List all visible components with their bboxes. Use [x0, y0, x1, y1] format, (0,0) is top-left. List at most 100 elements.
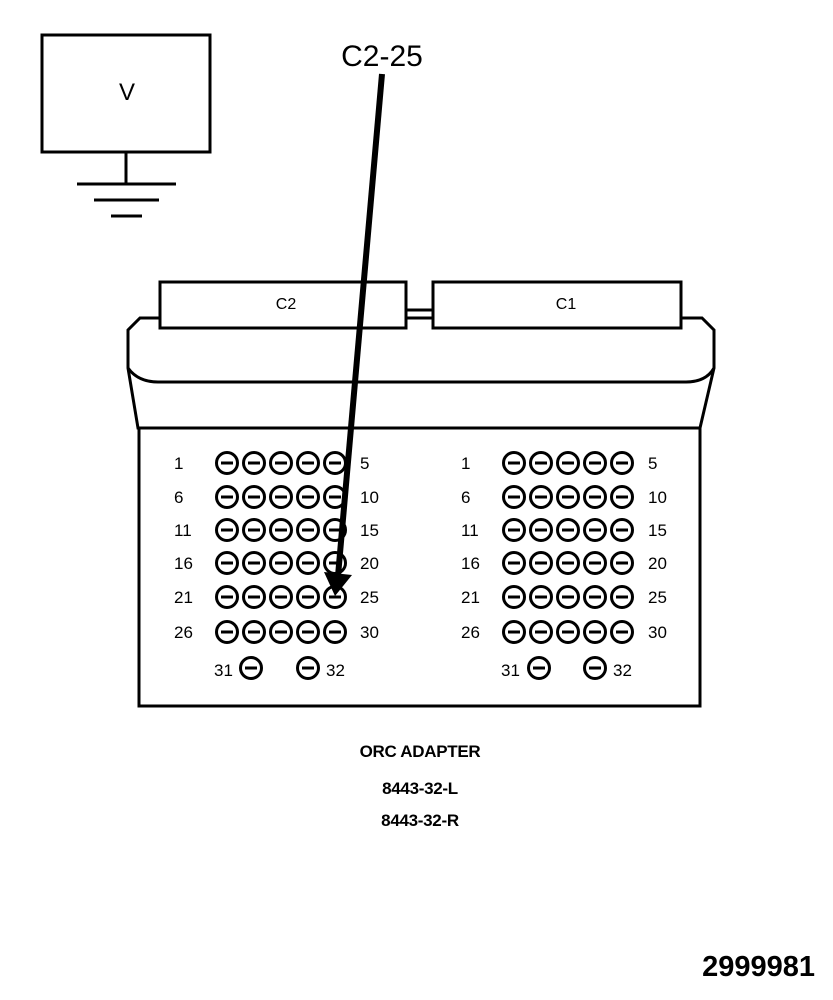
c1-pin-2-socket	[529, 451, 553, 475]
c2-pin-28-socket	[269, 620, 293, 644]
c1-pin-10-socket	[610, 485, 634, 509]
c1-row-5-end: 25	[648, 588, 667, 607]
c1-row-6-start: 26	[461, 623, 480, 642]
orc-adapter-body	[126, 280, 716, 708]
c2-pin-2-socket	[242, 451, 266, 475]
c1-pin-30-socket	[610, 620, 634, 644]
c2-row-4-end: 20	[360, 554, 379, 573]
c1-row-1-start: 1	[461, 454, 470, 473]
c2-pin-1-socket	[215, 451, 239, 475]
c1-pin-6-socket	[502, 485, 526, 509]
voltmeter-label: V	[119, 79, 135, 106]
c2-row-3-start: 11	[174, 521, 192, 540]
c1-pin-4-socket	[583, 451, 607, 475]
probe-callout-label: C2-25	[341, 40, 423, 73]
c1-row-4-end: 20	[648, 554, 667, 573]
c1-row-5-start: 21	[461, 588, 480, 607]
c2-pin-8-socket	[269, 485, 293, 509]
c1-pin-3-socket	[556, 451, 580, 475]
adapter-shoulder-line	[126, 367, 716, 384]
c1-pin-32-socket	[583, 656, 607, 680]
c2-pin-31-label: 31	[214, 661, 233, 680]
caption-title: ORC ADAPTER	[359, 742, 481, 761]
c2-pin-24-socket	[296, 585, 320, 609]
c1-row-1-end: 5	[648, 454, 657, 473]
c1-pin-25-socket	[610, 585, 634, 609]
c2-row-5-start: 21	[174, 588, 193, 607]
c2-pin-22-socket	[242, 585, 266, 609]
connector-label-c2: C2	[276, 296, 297, 313]
c1-pin-21-socket	[502, 585, 526, 609]
c2-pin-4-socket	[296, 451, 320, 475]
c2-pin-26-socket	[215, 620, 239, 644]
c1-pin-28-socket	[556, 620, 580, 644]
c1-row-2-end: 10	[648, 488, 667, 507]
c2-pin-23-socket	[269, 585, 293, 609]
pin-sockets	[215, 451, 634, 680]
c2-row-1-end: 5	[360, 454, 369, 473]
c1-pin-20-socket	[610, 551, 634, 575]
figure-number: 2999981	[702, 951, 815, 983]
c2-pin-17-socket	[242, 551, 266, 575]
c2-row-6-end: 30	[360, 623, 379, 642]
c2-pin-19-socket	[296, 551, 320, 575]
c2-pin-32-socket	[296, 656, 320, 680]
c2-row-1-start: 1	[174, 454, 183, 473]
c2-row-4-start: 16	[174, 554, 193, 573]
c1-pin-14-socket	[583, 518, 607, 542]
c1-pin-24-socket	[583, 585, 607, 609]
c2-pin-31-socket	[239, 656, 263, 680]
c2-pin-6-socket	[215, 485, 239, 509]
c1-pin-16-socket	[502, 551, 526, 575]
c1-pin-1-socket	[502, 451, 526, 475]
c1-pin-17-socket	[529, 551, 553, 575]
connector-housing-c1	[431, 280, 683, 332]
c1-row-labels: 1 5 6 10 11 15 16 20 21 25 26 30 31 32	[461, 454, 667, 680]
c2-pin-21-socket	[215, 585, 239, 609]
c1-pin-23-socket	[556, 585, 580, 609]
c2-row-5-end: 25	[360, 588, 379, 607]
c2-row-2-end: 10	[360, 488, 379, 507]
c2-pin-9-socket	[296, 485, 320, 509]
adapter-upper-shell	[126, 316, 716, 430]
c2-row-labels: 1 5 6 10 11 15 16 20 21 25 26 30 31 32	[174, 454, 379, 680]
connector-label-c1: C1	[556, 296, 577, 313]
c1-pin-31-label: 31	[501, 661, 520, 680]
caption-part-left: 8443-32-L	[382, 779, 458, 798]
c1-pin-8-socket	[556, 485, 580, 509]
c1-pin-18-socket	[556, 551, 580, 575]
c1-pin-9-socket	[583, 485, 607, 509]
c2-pin-27-socket	[242, 620, 266, 644]
c2-pin-5-socket	[323, 451, 347, 475]
c2-pin-13-socket	[269, 518, 293, 542]
c2-pin-7-socket	[242, 485, 266, 509]
c2-pin-18-socket	[269, 551, 293, 575]
c1-row-3-start: 11	[461, 521, 479, 540]
c2-pin-30-socket	[323, 620, 347, 644]
c1-pin-29-socket	[583, 620, 607, 644]
c2-pin-29-socket	[296, 620, 320, 644]
c2-row-2-start: 6	[174, 488, 183, 507]
c2-pin-14-socket	[296, 518, 320, 542]
voltmeter: V	[40, 33, 212, 154]
c1-pin-15-socket	[610, 518, 634, 542]
c1-pin-31-socket	[527, 656, 551, 680]
c2-pin-12-socket	[242, 518, 266, 542]
c1-pin-11-socket	[502, 518, 526, 542]
c1-pin-22-socket	[529, 585, 553, 609]
c1-row-4-start: 16	[461, 554, 480, 573]
c1-row-6-end: 30	[648, 623, 667, 642]
c1-row-2-start: 6	[461, 488, 470, 507]
c1-pin-32-label: 32	[613, 661, 632, 680]
c1-pin-27-socket	[529, 620, 553, 644]
c1-row-3-end: 15	[648, 521, 667, 540]
c1-pin-5-socket	[610, 451, 634, 475]
c1-pin-12-socket	[529, 518, 553, 542]
ground-symbol-icon	[77, 152, 176, 218]
c2-pin-3-socket	[269, 451, 293, 475]
probe-arrow-icon	[324, 73, 385, 596]
c2-pin-16-socket	[215, 551, 239, 575]
c2-pin-11-socket	[215, 518, 239, 542]
c2-pin-32-label: 32	[326, 661, 345, 680]
